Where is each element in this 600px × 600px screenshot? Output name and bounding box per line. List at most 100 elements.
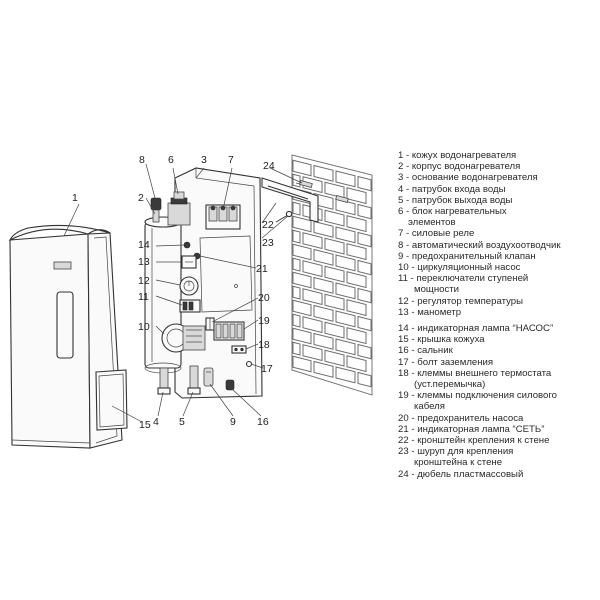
legend-item: мощности xyxy=(414,284,460,296)
heating-element-block xyxy=(167,191,191,226)
cable-gland xyxy=(225,379,235,391)
brick xyxy=(292,271,312,289)
brick xyxy=(292,299,312,317)
brick xyxy=(324,265,345,283)
brick xyxy=(335,198,356,216)
brick xyxy=(313,248,334,266)
legend-item: 23 - шуруп для крепления xyxy=(398,446,514,458)
legend-item: 10 - циркуляционный насос xyxy=(398,262,521,274)
brick xyxy=(357,175,372,192)
brick xyxy=(302,344,323,362)
wall-bracket xyxy=(261,177,319,223)
brick xyxy=(292,159,312,177)
brick xyxy=(346,187,367,205)
power-step-switches xyxy=(179,299,201,313)
brick xyxy=(324,321,345,339)
legend-item: 20 - предохранитель насоса xyxy=(398,412,524,424)
dowel xyxy=(295,180,349,203)
manometer xyxy=(181,255,197,269)
brick xyxy=(292,341,301,356)
brick xyxy=(313,164,334,182)
callout-7: 7 xyxy=(228,154,234,166)
pump-lamp xyxy=(183,241,191,249)
callout-6: 6 xyxy=(168,154,174,166)
brick xyxy=(357,203,372,220)
brick xyxy=(357,371,372,388)
brick xyxy=(302,316,323,334)
brick xyxy=(292,327,312,345)
legend-item: 5 - патрубок выхода воды xyxy=(398,194,513,206)
callout-14: 14 xyxy=(138,239,150,251)
air-vent xyxy=(150,197,162,223)
brick xyxy=(346,215,367,233)
ground-bolt xyxy=(245,360,253,368)
brick xyxy=(357,287,372,304)
brick xyxy=(357,259,372,276)
brick xyxy=(292,215,312,233)
callout-numbers: 1 2 3 4 5 6 7 8 9 10 11 12 13 14 15 16 1… xyxy=(72,154,275,431)
callout-11: 11 xyxy=(138,291,149,303)
legend-item: 18 - клеммы внешнего термостата xyxy=(398,367,552,379)
legend-item: 21 - индикаторная лампа “СЕТЬ” xyxy=(398,423,545,435)
brick xyxy=(346,299,367,317)
brick xyxy=(292,355,312,373)
callout-5: 5 xyxy=(179,416,185,428)
callout-22: 22 xyxy=(262,219,274,231)
brick xyxy=(324,293,345,311)
screw xyxy=(275,210,293,223)
callout-19: 19 xyxy=(258,315,270,327)
callout-20: 20 xyxy=(258,292,270,304)
brick xyxy=(335,170,356,188)
brick xyxy=(324,237,345,255)
brick xyxy=(302,288,323,306)
legend-item: 3 - основание водонагревателя xyxy=(398,172,538,184)
callout-10: 10 xyxy=(138,321,150,333)
legend-item: кронштейна к стене xyxy=(414,457,503,469)
brick xyxy=(335,254,356,272)
water-outlet-pipe xyxy=(187,365,201,395)
brick xyxy=(313,304,334,322)
brick xyxy=(335,226,356,244)
callout-17: 17 xyxy=(261,363,273,375)
brick xyxy=(346,355,367,373)
legend-item: кабеля xyxy=(414,401,445,413)
water-inlet-pipe xyxy=(157,367,171,395)
legend-item: (уст.перемычка) xyxy=(414,379,486,391)
brick xyxy=(324,209,345,227)
legend-item: 1 - кожух водонагревателя xyxy=(398,150,517,161)
brick xyxy=(302,260,323,278)
brick xyxy=(357,315,372,332)
legend-item: 15 - крышка кожуха xyxy=(398,334,485,346)
legend-item: 11 - переключатели ступеней xyxy=(398,273,529,285)
brick xyxy=(335,282,356,300)
legend-item: 19 - клеммы подключения силового xyxy=(398,390,557,402)
casing-cover xyxy=(95,369,128,431)
legend-item: 8 - автоматический воздухоотводчик xyxy=(398,239,561,251)
legend-item: 12 - регулятор температуры xyxy=(398,295,524,307)
legend-item: элементов xyxy=(408,217,456,229)
parts-legend: 1 - кожух водонагревателя 2 - корпус вод… xyxy=(398,150,598,480)
legend-item: 13 - манометр xyxy=(398,306,462,318)
callout-9: 9 xyxy=(230,416,236,428)
legend-item: 2 - корпус водонагревателя xyxy=(398,161,521,173)
circulation-pump xyxy=(161,323,206,353)
callout-24: 24 xyxy=(263,160,275,172)
callout-16: 16 xyxy=(257,416,269,428)
safety-valve xyxy=(203,367,214,387)
power-relays xyxy=(205,204,241,230)
brick xyxy=(346,243,367,261)
brick xyxy=(313,360,334,378)
leader-lines xyxy=(63,163,303,423)
brick xyxy=(335,310,356,328)
brick xyxy=(313,220,334,238)
callout-8: 8 xyxy=(139,154,145,166)
legend-item: 4 - патрубок входа воды xyxy=(398,183,506,195)
brick xyxy=(313,332,334,350)
temperature-regulator xyxy=(179,276,199,296)
callout-1: 1 xyxy=(72,192,78,204)
callout-3: 3 xyxy=(201,154,207,166)
brick xyxy=(292,229,301,244)
brick xyxy=(324,349,345,367)
callout-15: 15 xyxy=(139,419,151,431)
